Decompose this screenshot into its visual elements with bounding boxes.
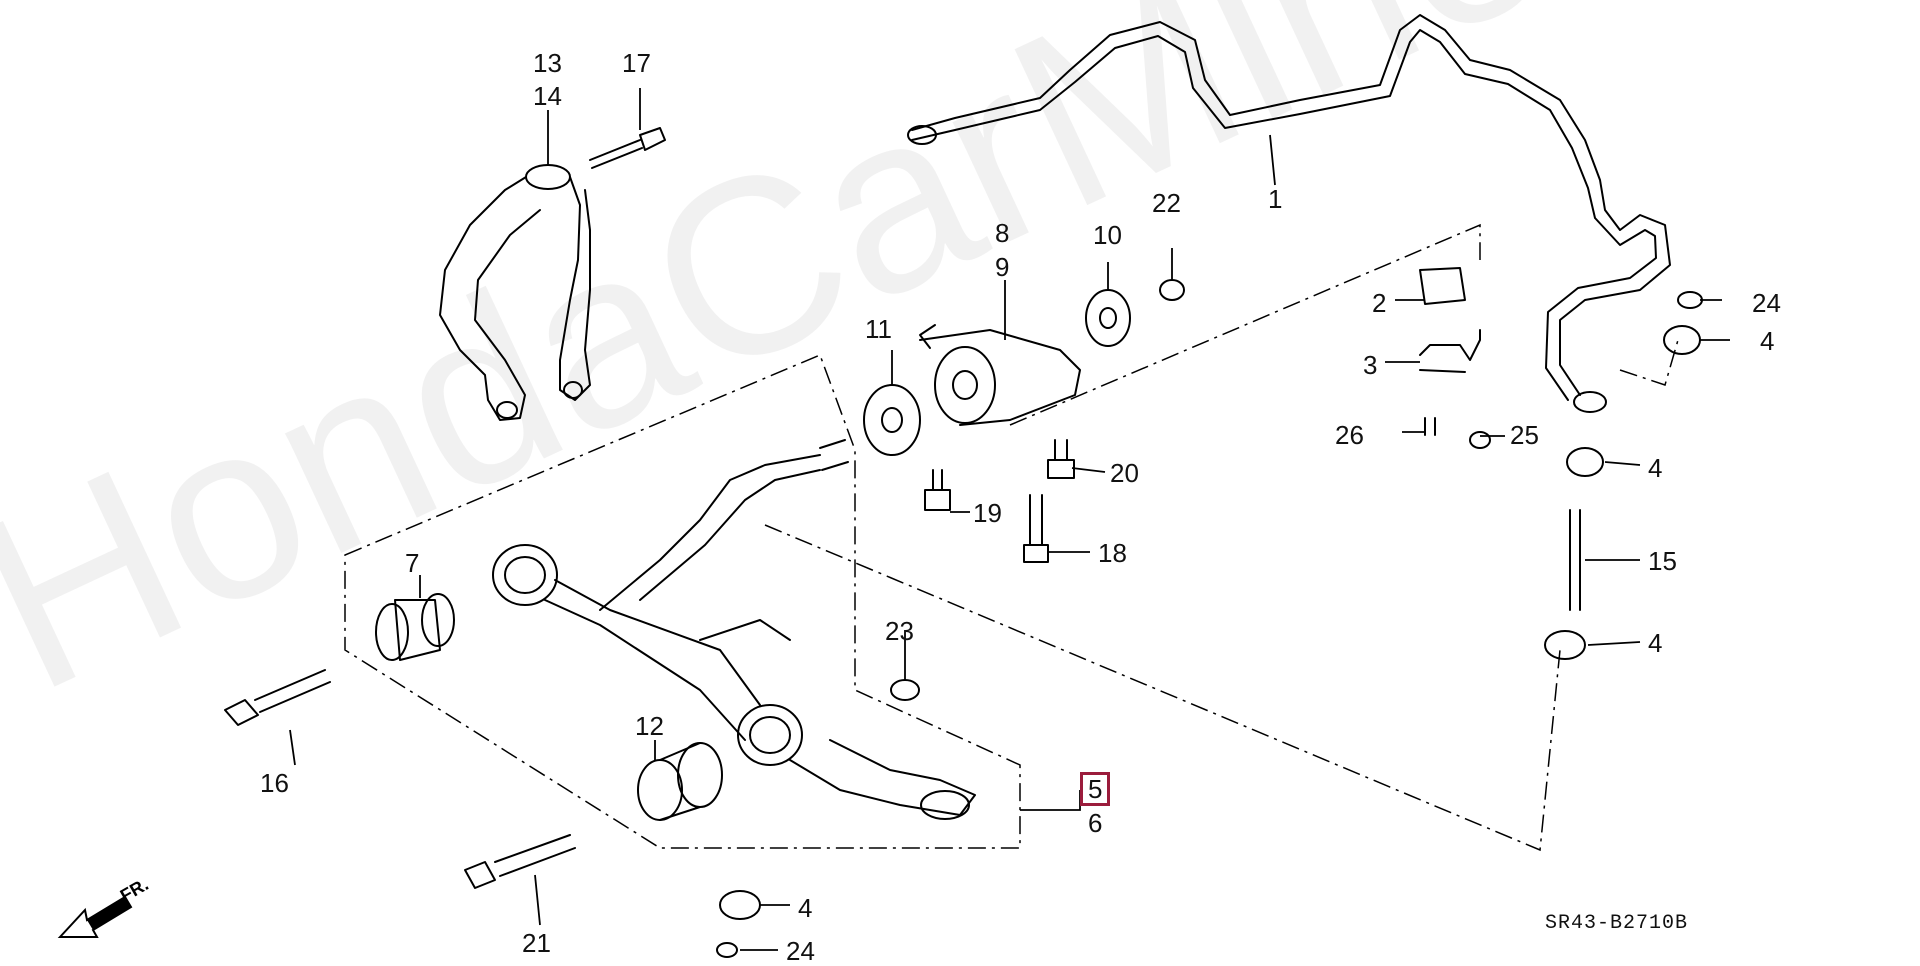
bolt-20 — [1047, 439, 1075, 479]
callout-1: 1 — [1268, 184, 1283, 214]
callout-24: 24 — [1752, 288, 1781, 318]
callout-9: 9 — [995, 252, 1010, 282]
callout-20: 20 — [1110, 458, 1139, 488]
bushing-11 — [863, 384, 921, 456]
callout-10: 10 — [1093, 220, 1122, 250]
nut-24 — [716, 291, 1703, 958]
bolt-17 — [589, 127, 666, 169]
bolt-18 — [1023, 494, 1049, 563]
bushing-12 — [637, 742, 723, 821]
bracket-frame — [1009, 223, 1481, 426]
lower-arm — [492, 439, 976, 820]
callout-5-highlighted[interactable]: 5 — [1080, 772, 1111, 806]
callout-3: 3 — [1363, 350, 1378, 380]
callout-15: 15 — [1648, 546, 1677, 576]
callout-7: 7 — [405, 548, 420, 578]
bushing-10 — [1085, 289, 1131, 347]
knuckle-bracket — [439, 164, 591, 421]
bolt-16 — [224, 669, 331, 726]
callout-24: 24 — [786, 936, 815, 966]
arm-frame — [344, 354, 1021, 849]
nut-22 — [1159, 279, 1185, 301]
callout-17: 17 — [622, 48, 651, 78]
bolt-19 — [924, 469, 951, 511]
callout-4: 4 — [1760, 326, 1775, 356]
stabilizer-link — [1569, 509, 1581, 611]
callout-25: 25 — [1510, 420, 1539, 450]
nut-4-upper — [719, 325, 1701, 920]
front-arrow-icon — [57, 895, 133, 938]
callout-21: 21 — [522, 928, 551, 958]
nut-frame — [1619, 339, 1679, 386]
stabilizer-holder — [1419, 329, 1481, 373]
callout-18: 18 — [1098, 538, 1127, 568]
stabilizer-bar — [907, 14, 1671, 413]
callout-23: 23 — [885, 616, 914, 646]
callout-26: 26 — [1335, 420, 1364, 450]
callout-22: 22 — [1152, 188, 1181, 218]
callout-13: 13 — [533, 48, 562, 78]
callout-8: 8 — [995, 218, 1010, 248]
mount-bracket — [919, 324, 1081, 426]
callout-4: 4 — [1648, 628, 1663, 658]
callout-14: 14 — [533, 81, 562, 111]
bushing-7 — [375, 593, 455, 661]
callout-11: 11 — [865, 314, 892, 344]
bolt-25-26 — [1424, 417, 1491, 449]
stabilizer-bushing — [1419, 267, 1466, 305]
callout-4: 4 — [798, 893, 813, 923]
callout-16: 16 — [260, 768, 289, 798]
bolt-21 — [464, 834, 576, 889]
nut-23 — [890, 679, 920, 701]
callout-19: 19 — [973, 498, 1002, 528]
link-frame — [764, 524, 1561, 852]
callout-2: 2 — [1372, 288, 1387, 318]
diagram-code: SR43-B2710B — [1545, 912, 1689, 935]
callout-6: 6 — [1088, 808, 1103, 838]
callout-4: 4 — [1648, 453, 1663, 483]
callout-12: 12 — [635, 711, 664, 741]
